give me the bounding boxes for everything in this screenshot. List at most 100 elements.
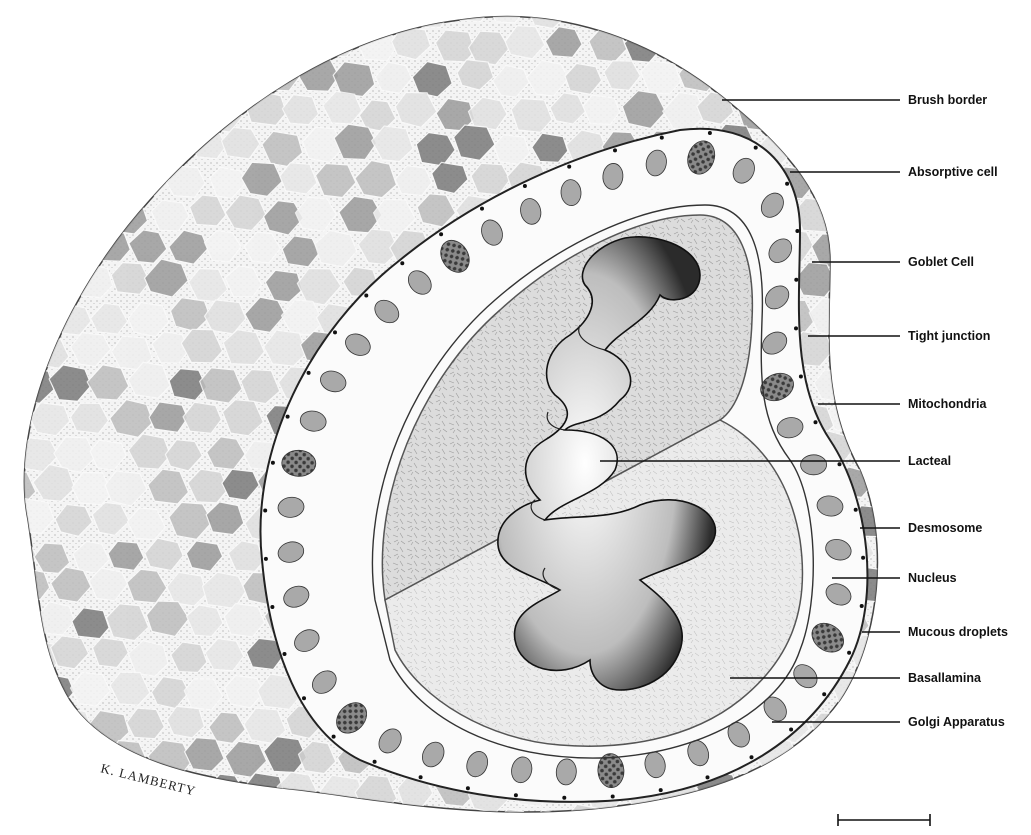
surface-cell bbox=[71, 807, 113, 835]
tight-junction-mark bbox=[419, 775, 423, 779]
label-goblet-cell: Goblet Cell bbox=[908, 255, 974, 269]
surface-cell bbox=[742, 772, 779, 803]
surface-cell bbox=[830, 333, 872, 367]
surface-cell bbox=[837, 0, 874, 26]
surface-cell bbox=[113, 0, 149, 24]
surface-cell bbox=[240, 24, 278, 58]
tight-junction-mark bbox=[708, 131, 712, 135]
tight-junction-mark bbox=[480, 207, 484, 211]
surface-cell bbox=[0, 812, 34, 835]
surface-cell bbox=[739, 28, 782, 64]
surface-cell bbox=[796, 198, 837, 232]
surface-cell bbox=[834, 812, 870, 835]
surface-cell bbox=[246, 91, 287, 125]
label-basal-lamina: Basallamina bbox=[908, 671, 982, 685]
tight-junction-mark bbox=[283, 652, 287, 656]
surface-cell bbox=[32, 808, 74, 835]
surface-cell bbox=[107, 807, 147, 835]
surface-cell bbox=[855, 439, 891, 470]
surface-cell bbox=[14, 159, 57, 194]
label-lacteal: Lacteal bbox=[908, 454, 951, 468]
surface-cell bbox=[849, 234, 889, 269]
surface-cell bbox=[791, 807, 832, 835]
surface-cell bbox=[17, 228, 59, 265]
surface-cell bbox=[228, 0, 267, 25]
surface-cell bbox=[849, 160, 889, 194]
tight-junction-mark bbox=[659, 788, 663, 792]
surface-cell bbox=[834, 61, 876, 96]
surface-cell bbox=[87, 90, 128, 126]
tight-junction-mark bbox=[302, 696, 306, 700]
surface-cell bbox=[834, 200, 873, 232]
surface-cell bbox=[10, 97, 53, 133]
surface-cell bbox=[12, 569, 49, 600]
surface-cell bbox=[0, 602, 32, 636]
surface-cell bbox=[774, 96, 817, 131]
tight-junction-mark bbox=[799, 375, 803, 379]
tight-junction-mark bbox=[847, 651, 851, 655]
cell-nucleus bbox=[800, 455, 826, 476]
surface-cell bbox=[169, 97, 207, 128]
surface-cell bbox=[818, 100, 854, 129]
tight-junction-mark bbox=[562, 796, 566, 800]
surface-cell bbox=[645, 0, 684, 27]
surface-cell bbox=[148, 60, 186, 93]
tight-junction-mark bbox=[822, 692, 826, 696]
surface-cell bbox=[852, 299, 892, 334]
surface-cell bbox=[184, 809, 223, 835]
label-tight-junction: Tight junction bbox=[908, 329, 990, 343]
surface-cell bbox=[644, 808, 684, 835]
surface-cell bbox=[148, 0, 184, 24]
surface-cell bbox=[0, 740, 38, 774]
surface-cell bbox=[71, 195, 110, 229]
surface-cell bbox=[758, 810, 794, 835]
surface-cell bbox=[227, 808, 267, 835]
surface-cell bbox=[68, 0, 110, 24]
label-nucleus: Nucleus bbox=[908, 571, 957, 585]
tight-junction-mark bbox=[838, 462, 842, 466]
surface-cell bbox=[31, 738, 74, 774]
surface-cell bbox=[74, 59, 117, 95]
surface-cell bbox=[36, 59, 74, 90]
surface-cell bbox=[0, 196, 31, 226]
surface-cell bbox=[564, 0, 601, 21]
tight-junction-mark bbox=[660, 136, 664, 140]
surface-cell bbox=[0, 0, 34, 26]
surface-cell bbox=[48, 229, 91, 263]
surface-cell bbox=[855, 772, 893, 805]
tight-junction-mark bbox=[263, 509, 267, 513]
surface-cell bbox=[48, 29, 91, 64]
surface-cell bbox=[47, 160, 90, 196]
scale-bar bbox=[838, 814, 930, 826]
surface-cell bbox=[226, 64, 266, 97]
surface-cell bbox=[493, 809, 532, 835]
surface-cell bbox=[31, 128, 71, 162]
surface-cell bbox=[683, 807, 720, 835]
surface-cell bbox=[451, 814, 489, 835]
surface-cell bbox=[793, 0, 830, 28]
surface-cell bbox=[285, 26, 323, 58]
surface-cell bbox=[265, 0, 302, 24]
surface-cell bbox=[109, 62, 152, 98]
surface-cell bbox=[678, 0, 721, 25]
tight-junction-mark bbox=[861, 556, 865, 560]
surface-cell bbox=[92, 163, 134, 197]
surface-cell bbox=[189, 0, 226, 27]
tight-junction-mark bbox=[794, 278, 798, 282]
surface-cell bbox=[73, 126, 114, 160]
tight-junction-mark bbox=[466, 786, 470, 790]
tight-junction-mark bbox=[860, 604, 864, 608]
surface-cell bbox=[775, 30, 812, 62]
surface-cell bbox=[374, 807, 412, 835]
surface-cell bbox=[606, 0, 642, 25]
label-golgi-apparatus: Golgi Apparatus bbox=[908, 715, 1005, 729]
tight-junction-mark bbox=[854, 508, 858, 512]
surface-cell bbox=[53, 709, 92, 742]
tight-junction-mark bbox=[567, 165, 571, 169]
tight-junction-mark bbox=[373, 760, 377, 764]
tight-junction-mark bbox=[286, 415, 290, 419]
surface-cell bbox=[127, 96, 167, 129]
surface-cell bbox=[834, 745, 870, 776]
tight-junction-mark bbox=[789, 728, 793, 732]
surface-cell bbox=[11, 30, 50, 63]
